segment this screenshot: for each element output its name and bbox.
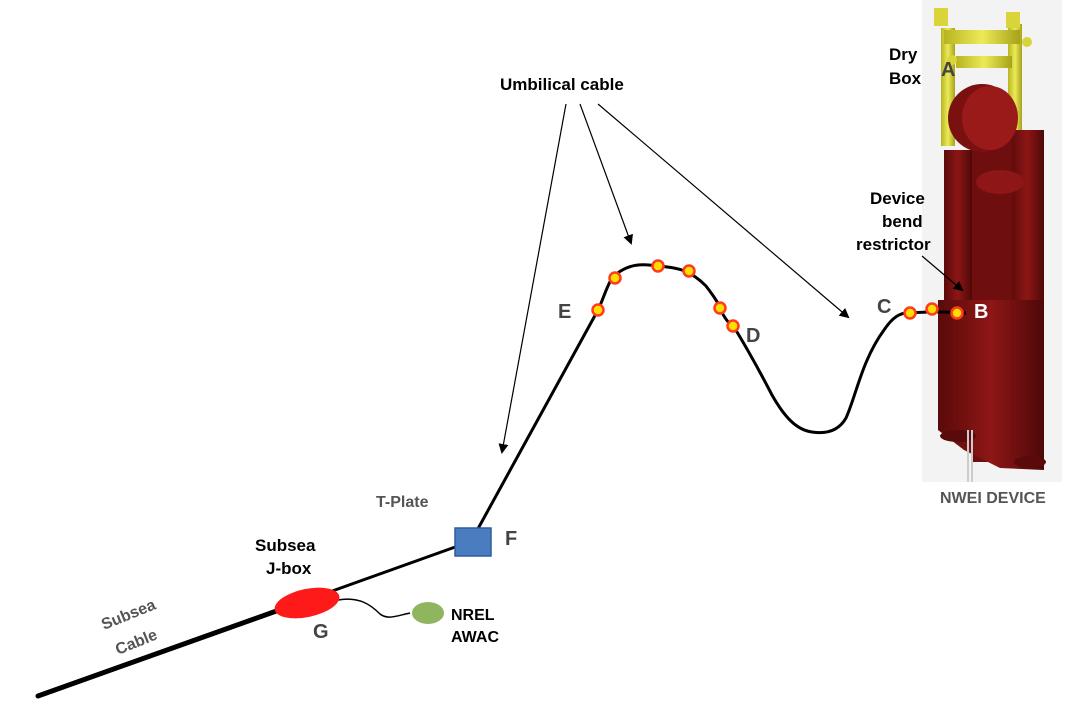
point-label-g: G xyxy=(313,621,329,643)
float-marker xyxy=(925,302,939,316)
float-marker xyxy=(608,271,622,285)
dry-box-disk-face xyxy=(962,86,1018,150)
label-nrel-awac-line2: AWAC xyxy=(451,629,499,646)
label-nrel-awac-line1: NREL xyxy=(451,607,495,624)
dry-box-frame-top xyxy=(944,30,1020,44)
subsea-jbox xyxy=(274,587,340,619)
label-dry-box-line1: Dry xyxy=(889,45,918,64)
float-marker xyxy=(950,306,964,320)
umbilical-arrow xyxy=(498,103,567,454)
nrel-awac xyxy=(412,602,444,624)
float-marker xyxy=(682,264,696,278)
label-t-plate: T-Plate xyxy=(376,494,429,511)
label-subsea-jbox-line2: J-box xyxy=(266,559,312,578)
label-device-bend-line1: Device xyxy=(870,189,925,208)
dry-box-bolt xyxy=(947,55,957,65)
label-device-bend-line3: restrictor xyxy=(856,235,931,254)
point-label-c: C xyxy=(877,296,891,318)
label-dry-box-line2: Box xyxy=(889,69,922,88)
float-marker xyxy=(713,301,727,315)
dry-box-frame-mid xyxy=(956,56,1012,68)
label-subsea-jbox-line1: Subsea xyxy=(255,536,316,555)
float-marker xyxy=(903,306,917,320)
device-lower-body xyxy=(938,300,1044,470)
t-plate-box xyxy=(454,527,492,557)
buoyancy-floats xyxy=(591,259,964,333)
dry-box-bolt xyxy=(1022,37,1032,47)
point-label-f: F xyxy=(505,528,517,550)
label-umbilical-cable: Umbilical cable xyxy=(500,75,624,94)
device-dome xyxy=(976,170,1024,194)
nwei-device-illustration xyxy=(922,0,1062,482)
float-marker xyxy=(726,319,740,333)
awac-connection-line xyxy=(337,598,411,618)
point-label-d: D xyxy=(746,325,760,347)
float-marker xyxy=(591,303,605,317)
bend-restrictor-arrow xyxy=(921,255,964,292)
dry-box-cap-right xyxy=(1006,12,1020,28)
float-marker xyxy=(651,259,665,273)
device-base xyxy=(1014,456,1046,468)
umbilical-arrow xyxy=(579,103,633,245)
point-label-a: A xyxy=(941,59,955,81)
umbilical-arrow xyxy=(597,103,850,319)
point-label-b: B xyxy=(974,301,988,323)
device-base xyxy=(940,430,976,442)
point-label-e: E xyxy=(558,301,571,323)
subsea-cable xyxy=(35,601,299,699)
dry-box-cap-left xyxy=(934,8,948,26)
label-device-bend-line2: bend xyxy=(882,212,923,231)
label-nwei-device: NWEI DEVICE xyxy=(940,490,1046,507)
